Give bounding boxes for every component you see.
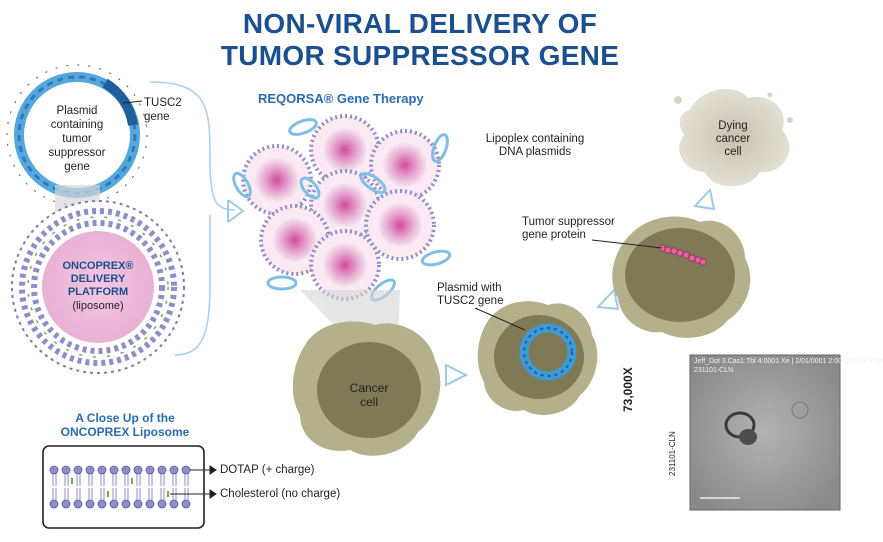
arrow-to-lipoplex: [227, 199, 245, 223]
cholesterol-label: Cholesterol (no charge): [220, 488, 341, 500]
micrograph-header: Jeff_Dot 3.Cas1:Tbl 4:0001 Xe | 2/01/000…: [694, 358, 883, 365]
magnification-label: 73,000X: [621, 367, 635, 412]
closeup-box: [42, 445, 217, 529]
plasmid-label: Plasmid containing tumor suppressor gene: [48, 105, 106, 173]
plasmid-ellipse: [232, 171, 252, 199]
oncoprex-sublabel: (liposome): [72, 300, 124, 312]
protein-label: Tumor suppressor gene protein: [522, 216, 615, 242]
reqorsa-heading: REQORSA® Gene Therapy: [258, 91, 424, 106]
cancer-cell: [292, 321, 441, 456]
plasmid-ellipse: [431, 133, 449, 163]
oncoprex-label: ONCOPREX® DELIVERY PLATFORM: [62, 260, 134, 298]
plasmid-tusc2-label: Plasmid with TUSC2 gene: [437, 282, 504, 308]
plasmid-ellipse: [359, 172, 387, 194]
tusc2-segment: [102, 78, 138, 126]
closeup-arrows: [170, 465, 217, 499]
lipoplex-particle: [309, 229, 381, 301]
connector-from-liposome: [174, 215, 211, 356]
dying-cell: [674, 88, 793, 187]
protein-cell: [612, 216, 751, 338]
bilayer-top-heads: [49, 465, 191, 475]
closeup-heading: A Close Up of the ONCOPREX Liposome: [60, 411, 190, 439]
plasmid-cell: [477, 301, 598, 415]
lipoplex-particle: [369, 129, 441, 201]
protein-chain: [658, 244, 707, 266]
tusc2-gene-label: TUSC2 gene: [144, 97, 182, 123]
flow-arrows: [227, 187, 716, 387]
plasmid-ellipse: [420, 249, 452, 267]
plasmid-ellipse: [288, 118, 318, 136]
bilayer-bottom-heads: [49, 499, 191, 509]
micrograph-id: 231101-CLN: [668, 431, 677, 476]
title-line-1: NON-VIRAL DELIVERY OF: [242, 8, 598, 39]
lipoplex-particle: [364, 189, 436, 261]
bilayer-tails: [52, 474, 189, 500]
connector-to-lipoplex: [149, 81, 236, 211]
dying-cell-label: Dying cancer cell: [715, 120, 751, 159]
cholesterol-marks: [71, 478, 169, 497]
plasmid-ellipse: [266, 275, 298, 291]
micrograph: [689, 354, 841, 511]
arrow-to-plasmid-cell: [445, 363, 469, 387]
cancer-cell-label: Cancer cell: [349, 381, 389, 409]
lipoplex-label: Lipoplex containing DNA plasmids: [485, 133, 585, 159]
oncoprex-liposome: [11, 200, 185, 374]
title-line-2: TUMOR SUPPRESSOR GENE: [220, 40, 620, 71]
arrow-to-dying-cell: [692, 187, 716, 211]
lipoplex-particle: [309, 114, 381, 186]
micrograph-subheader: 231101-CLN: [694, 367, 734, 374]
flow-connectors: [149, 81, 236, 356]
plasmid-ellipse: [299, 176, 321, 200]
arrow-to-protein-cell: [595, 287, 620, 311]
lipoplex-cluster: [232, 114, 452, 302]
dotap-label: DOTAP (+ charge): [220, 464, 315, 476]
leader-lines: [474, 239, 663, 331]
